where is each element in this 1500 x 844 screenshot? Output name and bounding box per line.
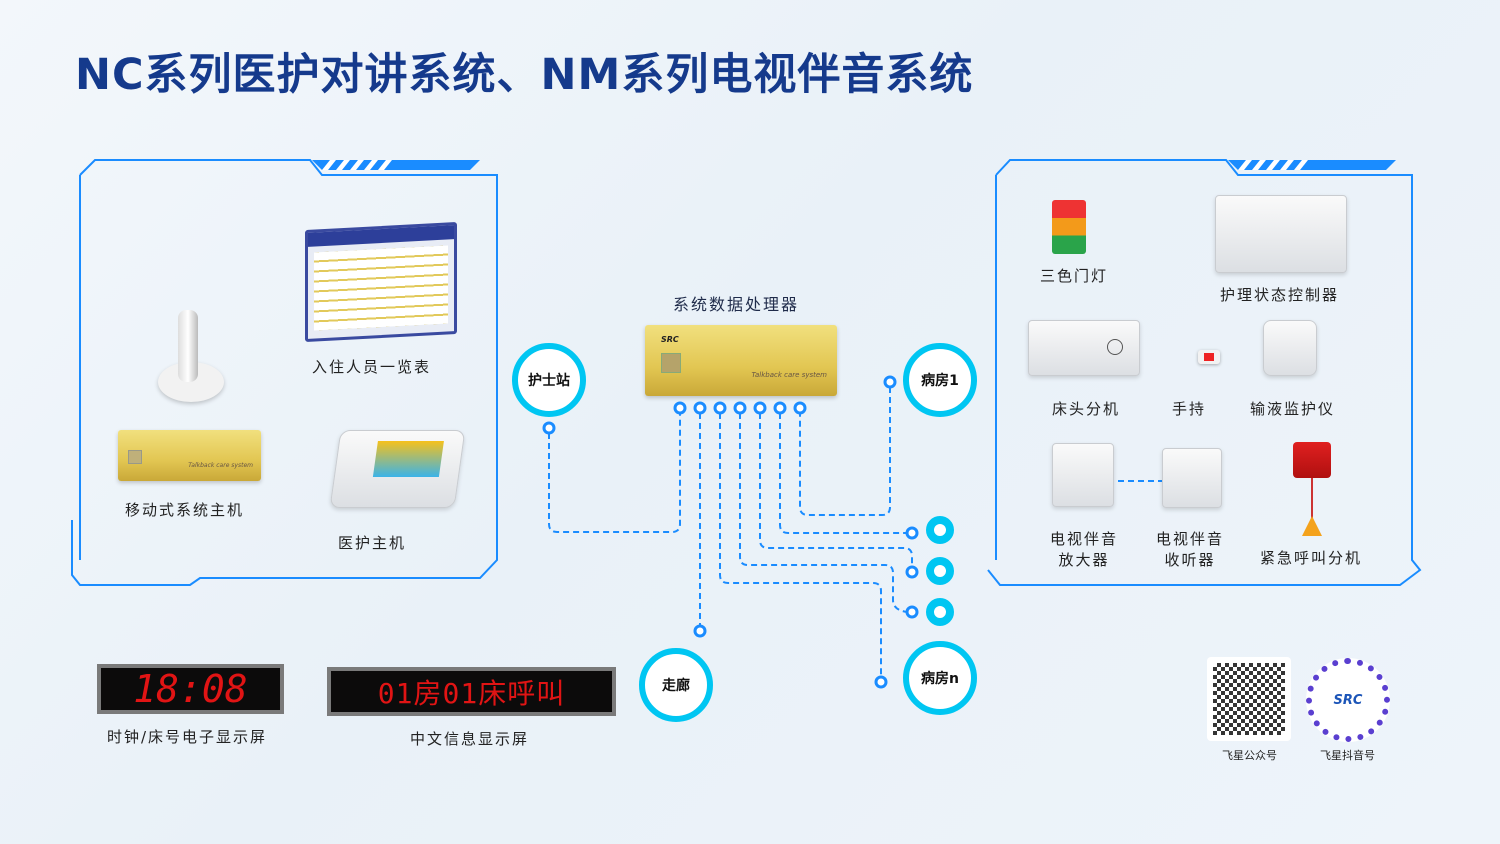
infusion-monitor-label: 输液监护仪	[1250, 400, 1336, 418]
node-corridor: 走廊	[639, 648, 713, 722]
connection-line	[719, 413, 882, 677]
bedside-extension-label: 床头分机	[1052, 400, 1121, 418]
tv-receiver-label-line2: 收听器	[1164, 551, 1216, 569]
pull-cord-image	[1311, 478, 1313, 518]
medical-host-label: 医护主机	[338, 534, 407, 552]
wechat-qr-code	[1207, 657, 1291, 741]
tv-amplifier-label-line2: 放大器	[1058, 551, 1110, 569]
medical-host-image	[329, 430, 466, 508]
resident-list-board	[305, 222, 457, 342]
system-data-processor: SRC Talkback care system	[645, 325, 837, 396]
status-controller-label: 护理状态控制器	[1220, 286, 1340, 304]
connection-line	[779, 413, 907, 534]
clock-display-label: 时钟/床号电子显示屏	[107, 728, 268, 746]
tv-receiver-label: 电视伴音收听器	[1156, 528, 1224, 570]
tv-audio-amplifier-image	[1052, 443, 1114, 507]
node-nurse-station: 护士站	[512, 343, 586, 417]
infusion-monitor-image	[1263, 320, 1317, 376]
douyin-qr-code: SRC	[1306, 658, 1390, 742]
mobile-host-script: Talkback care system	[188, 462, 253, 469]
left-panel-frame	[71, 159, 498, 586]
clock-display: 18:08	[97, 664, 284, 714]
connection-line	[799, 387, 891, 516]
mobile-host-image: Talkback care system	[118, 430, 261, 481]
processor-label: 系统数据处理器	[673, 295, 800, 314]
connection-dots	[542, 375, 919, 689]
wechat-label: 飞星公众号	[1222, 749, 1277, 762]
connection-line	[739, 413, 908, 613]
node-ward-1: 病房1	[903, 343, 977, 417]
handset-image	[1198, 350, 1220, 364]
pull-handle-image	[1302, 516, 1322, 536]
ward-ring	[926, 557, 954, 585]
tv-receiver-label-line1: 电视伴音	[1156, 530, 1225, 548]
connection-line	[759, 413, 913, 567]
door-light-label: 三色门灯	[1040, 267, 1109, 285]
emergency-call-extension-image	[1293, 442, 1331, 478]
tv-audio-receiver-image	[1162, 448, 1222, 508]
tricolor-door-light-image	[1052, 200, 1086, 254]
node-ward-n: 病房n	[903, 641, 977, 715]
ward-ring	[926, 598, 954, 626]
processor-brand: SRC	[661, 335, 679, 344]
ward-ring	[926, 516, 954, 544]
processor-script: Talkback care system	[751, 371, 827, 379]
nursing-status-controller-image	[1215, 195, 1347, 273]
tv-amplifier-label-line1: 电视伴音	[1050, 530, 1119, 548]
mobile-host-label: 移动式系统主机	[125, 501, 245, 519]
cordless-handset-image	[178, 310, 198, 382]
douyin-label: 飞星抖音号	[1320, 749, 1375, 762]
chinese-display-label: 中文信息显示屏	[410, 730, 530, 748]
src-logo: SRC	[1333, 692, 1363, 708]
tv-amplifier-label: 电视伴音放大器	[1050, 528, 1118, 570]
resident-list-label: 入住人员一览表	[312, 358, 432, 376]
page-title: NC系列医护对讲系统、NM系列电视伴音系统	[75, 50, 974, 100]
chinese-info-display: 01房01床呼叫	[327, 667, 616, 716]
right-panel-frame	[987, 159, 1422, 586]
connection-line	[548, 413, 681, 533]
handset-label: 手持	[1172, 400, 1207, 418]
bedside-extension-image	[1028, 320, 1140, 376]
emergency-call-label: 紧急呼叫分机	[1260, 549, 1363, 567]
